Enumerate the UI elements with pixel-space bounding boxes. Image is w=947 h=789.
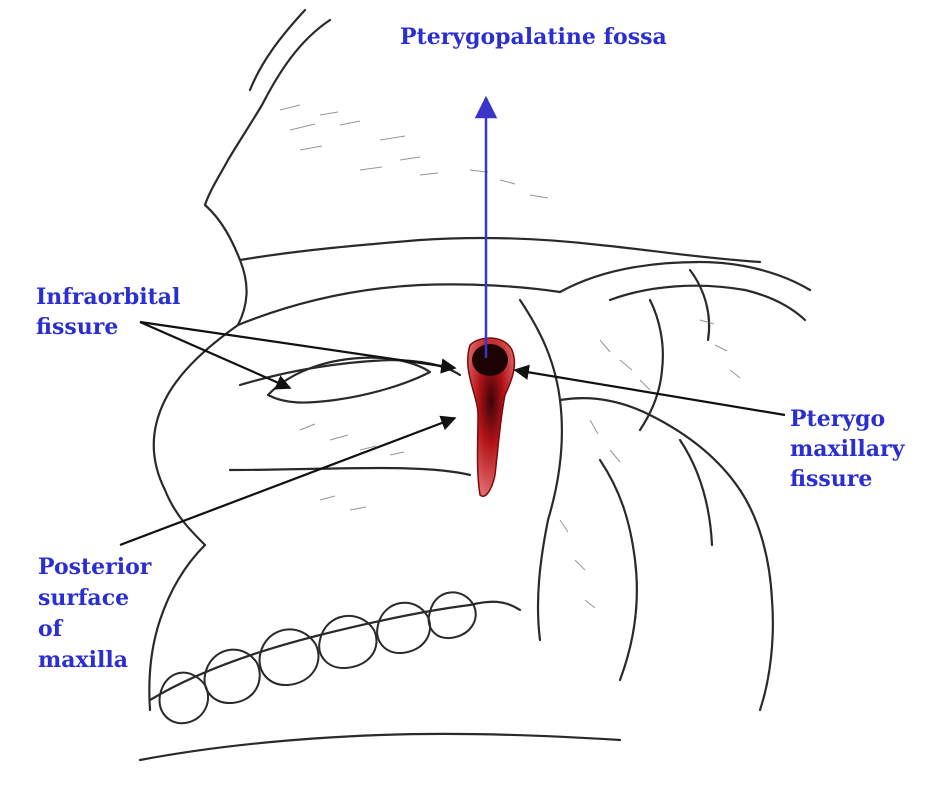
label-line: of <box>38 614 151 645</box>
pterygomaxillary-leader <box>515 370 785 415</box>
label-line: Pterygo <box>790 404 904 434</box>
infraorbital-leader-2 <box>140 322 455 368</box>
label-line: Posterior <box>38 552 151 583</box>
label-line: fissure <box>36 312 180 342</box>
label-line: fissure <box>790 464 904 494</box>
label-pterygomaxillary-fissure: Pterygo maxillary fissure <box>790 404 904 494</box>
fossa-highlight <box>468 338 515 496</box>
label-line: surface <box>38 583 151 614</box>
posterior-surface-leader <box>120 418 455 545</box>
label-line: maxillary <box>790 434 904 464</box>
label-line: maxilla <box>38 645 151 676</box>
label-line: Infraorbital <box>36 282 180 312</box>
leader-lines <box>120 322 785 545</box>
label-posterior-surface-maxilla: Posterior surface of maxilla <box>38 552 151 676</box>
label-pterygopalatine-fossa: Pterygopalatine fossa <box>400 22 667 52</box>
label-infraorbital-fissure: Infraorbital fissure <box>36 282 180 342</box>
